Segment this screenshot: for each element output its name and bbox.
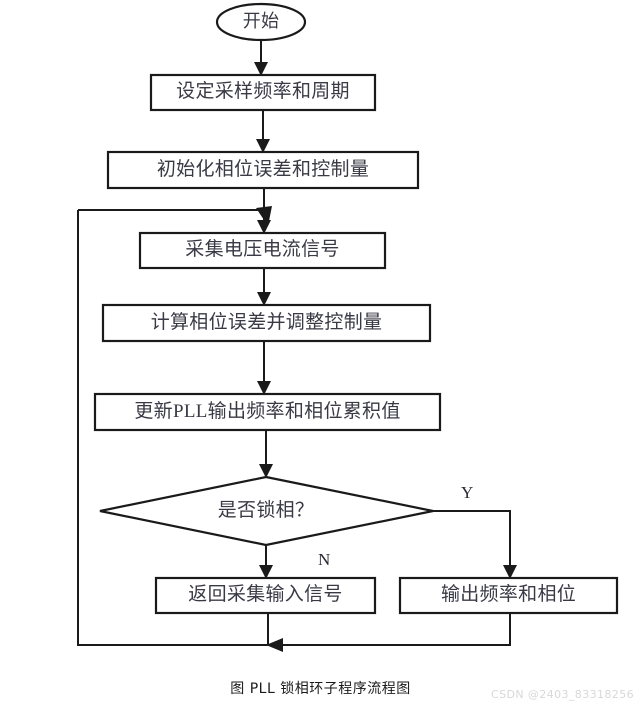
figure-caption: 图 PLL 锁相环子程序流程图 — [230, 681, 411, 697]
node-shape-acquire-signal — [138, 231, 387, 270]
connector-output-to-bottom-rail — [280, 613, 511, 646]
arrowhead-acquire-signal — [257, 220, 271, 234]
node-label-acquire-signal: 采集电压电流信号 — [185, 239, 340, 261]
arrowhead-set-sampling — [254, 62, 268, 76]
node-label-start: 开始 — [242, 11, 280, 32]
arrowhead-bottom-rail-left — [266, 638, 283, 652]
node-label-compute-error: 计算相位误差并调整控制量 — [150, 311, 383, 333]
connector-decision-yes-to-output — [433, 510, 511, 571]
node-shape-set-sampling — [149, 73, 377, 112]
node-label-init-phase: 初始化相位误差和控制量 — [156, 158, 370, 180]
arrowhead-compute-error — [257, 292, 271, 306]
arrowhead-feedback-merge — [256, 206, 272, 226]
branch-label-yes: Y — [461, 483, 474, 502]
node-shape-update-pll — [93, 392, 442, 432]
branch-label-no: N — [318, 550, 331, 569]
node-label-set-sampling: 设定采样频率和周期 — [176, 81, 350, 103]
arrowhead-update-pll — [257, 381, 271, 395]
connector-left-feedback-rail — [77, 210, 268, 646]
node-label-output-freq-phase: 输出频率和相位 — [440, 584, 577, 606]
arrowhead-output-freq-phase — [503, 565, 517, 579]
node-shape-compute-error — [101, 303, 432, 343]
arrowhead-init-phase — [256, 139, 270, 153]
arrowhead-decision-locked — [259, 464, 273, 478]
node-shape-output-freq-phase — [398, 576, 619, 615]
arrowhead-return-acquire — [259, 565, 273, 579]
node-label-update-pll: 更新PLL输出频率和相位累积值 — [134, 400, 401, 422]
node-label-decision-locked: 是否锁相？ — [217, 499, 315, 521]
csdn-watermark: CSDN @2403_83318256 — [491, 688, 634, 701]
node-label-return-acquire: 返回采集输入信号 — [188, 584, 343, 606]
